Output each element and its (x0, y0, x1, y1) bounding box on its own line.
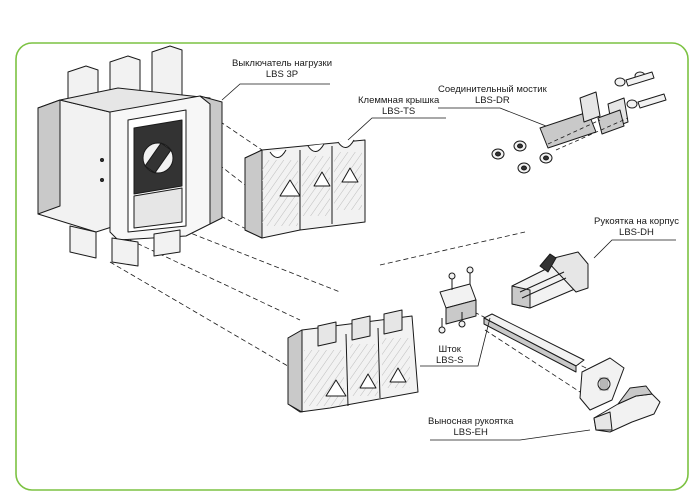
label-shaft: Шток LBS-S (436, 344, 463, 366)
switch-dial-lever (144, 142, 172, 174)
panel-handle (511, 251, 589, 309)
label-terminal-cover-name: Клеммная крышка (358, 95, 440, 106)
label-remote-handle-code: LBS-EH (453, 427, 488, 438)
warning-triangle-3 (341, 167, 359, 183)
label-switch: Выключатель нагрузки LBS 3P (232, 58, 332, 80)
switch-terminal-bottom-3 (153, 229, 181, 257)
frame-border (15, 42, 689, 491)
remote-handle (579, 357, 661, 433)
label-panel-handle: Рукоятка на корпус LBS-DH (594, 216, 679, 238)
warning-triangle-2 (313, 171, 331, 187)
label-bridge-code: LBS-DR (474, 95, 510, 106)
switch-terminal-bottom-2 (111, 237, 139, 267)
terminal-cover-bottom (287, 309, 419, 413)
label-terminal-cover: Клеммная крышка LBS-TS (358, 95, 439, 117)
label-shaft-code: LBS-S (436, 355, 464, 366)
label-terminal-cover-code: LBS-TS (382, 106, 416, 117)
terminal-cover-top (244, 139, 366, 239)
label-panel-handle-name: Рукоятка на корпус (594, 216, 679, 227)
switch-right-side (199, 95, 223, 225)
label-remote-handle-name: Выносная рукоятка (428, 416, 514, 427)
label-shaft-name: Шток (438, 344, 461, 355)
connecting-bridge (491, 71, 667, 174)
warning-triangle-1 (279, 179, 301, 197)
label-switch-name: Выключатель нагрузки (232, 58, 332, 69)
label-remote-handle: Выносная рукоятка LBS-EH (428, 416, 513, 438)
switch-terminal-bottom-1 (69, 225, 97, 259)
leader-lines (221, 83, 676, 441)
load-break-switch (37, 45, 223, 267)
label-switch-code: LBS 3P (265, 69, 299, 80)
switch-lower-panel (133, 187, 183, 229)
label-bridge-name: Соединительный мостик (438, 84, 547, 95)
label-bridge: Соединительный мостик LBS-DR (438, 84, 547, 106)
shaft (438, 266, 585, 373)
switch-side-shade (37, 99, 61, 215)
label-panel-handle-code: LBS-DH (619, 227, 654, 238)
